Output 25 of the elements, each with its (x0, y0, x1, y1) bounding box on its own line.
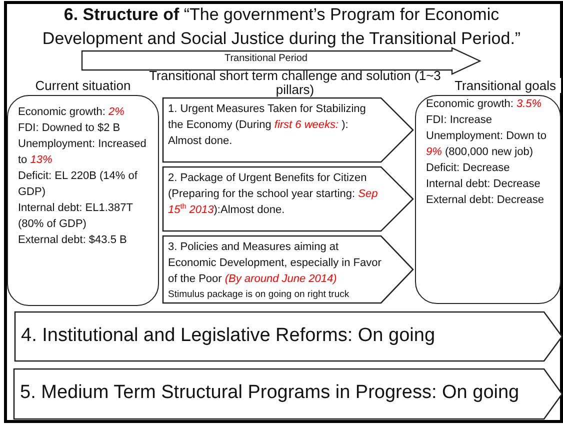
arrow-label: Transitional Period (223, 52, 308, 66)
indicator-text: External debt: Decrease (426, 193, 546, 208)
pillar-text: 5. Medium Term Structural Programs in Progress: On going (19, 381, 520, 405)
pillar-panel (163, 98, 413, 162)
slide-title: 6. Structure of “The government’s Program for Economic Development and Social Justice during the Transitional Period.” (41, 4, 522, 50)
indicator-text: External debt: $43.5 B (18, 233, 128, 248)
indicator-text: Internal debt: Decrease (426, 177, 542, 192)
indicator-text: Economic growth: 3.5% (426, 97, 543, 112)
pillar-text: 3. Policies and Measures aiming at Economic Development, especially in Favor of the Poor (By around June 2014) (167, 240, 382, 287)
indicator-text: Unemployment: Down to 9% (800,000 new job) (426, 129, 548, 160)
status-banner (14, 369, 562, 419)
indicator-text: Deficit: Decrease (426, 161, 511, 176)
indicator-text: Deficit: EL 220B (14% of GDP) (18, 169, 138, 200)
pillar-panel (163, 167, 413, 231)
pillar-panel (163, 236, 413, 303)
pillar-text: 4. Institutional and Legislative Reforms: On going (20, 324, 436, 348)
indicator-text: FDI: Downed to $2 B (18, 121, 122, 136)
indicator-text: Unemployment: Increased to 13% (18, 137, 148, 168)
indicator-text: FDI: Increase (426, 113, 494, 128)
indicator-text: Economic growth: 2% (18, 105, 126, 120)
status-banner (15, 312, 562, 361)
pillar-text: 1. Urgent Measures Taken for Stabilizing the Economy (During first 6 weeks: ): Almost done. (167, 102, 367, 149)
pillar-text: 2. Package of Urgent Benefits for Citizen (Preparing for the school year starting: Sep 15$^{th}$ 2013):Almost done. (167, 171, 379, 218)
status-note: Stimulus package is on going on right truck (167, 288, 350, 301)
indicator-text: Internal debt: EL1.387T (80% of GDP) (18, 201, 134, 232)
